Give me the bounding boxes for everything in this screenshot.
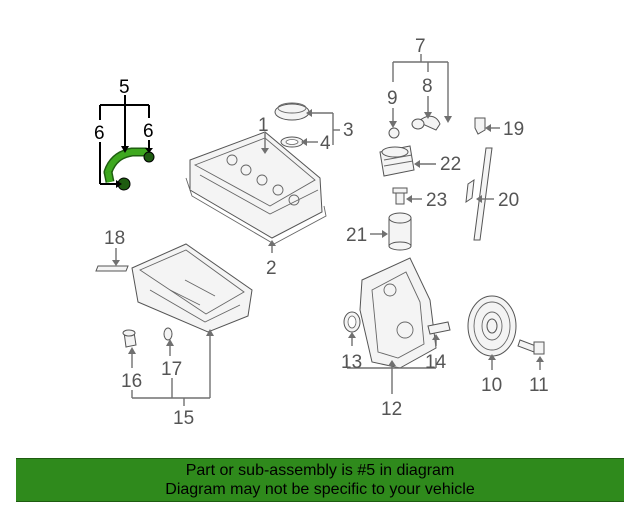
callout-21: 21 — [346, 225, 367, 246]
timing-cover-12[interactable] — [359, 257, 437, 369]
callout-18: 18 — [104, 228, 125, 249]
drain-plug-16[interactable] — [122, 329, 137, 348]
hose-8[interactable] — [411, 115, 441, 131]
seal-4[interactable] — [280, 136, 304, 148]
leaders-19-20 — [476, 124, 500, 203]
leader-5-6 — [99, 95, 153, 188]
callout-11: 11 — [529, 375, 549, 396]
banner-line-2: Diagram may not be specific to your vehi… — [165, 481, 475, 498]
bolt-11[interactable] — [517, 339, 545, 355]
callout-10: 10 — [481, 375, 502, 396]
bolt-23[interactable] — [392, 187, 408, 205]
info-banner: Part or sub-assembly is #5 in diagram Di… — [16, 458, 624, 502]
callout-1: 1 — [258, 115, 269, 136]
callout-23: 23 — [426, 190, 447, 211]
callout-14: 14 — [425, 352, 447, 373]
callout-12: 12 — [381, 399, 402, 420]
leaders-12-14 — [346, 332, 440, 394]
callout-20: 20 — [498, 190, 519, 211]
callout-labels: 1 2 3 4 5 6 6 7 8 9 10 11 12 13 14 15 16… — [94, 36, 549, 429]
gasket-18[interactable] — [95, 265, 129, 272]
callout-7: 7 — [415, 36, 426, 57]
callout-9: 9 — [387, 88, 398, 109]
oil-cooler-22[interactable] — [379, 145, 415, 177]
leaders-1-4 — [261, 109, 340, 253]
pulley-10[interactable] — [467, 295, 517, 357]
sensor-19[interactable] — [474, 117, 486, 135]
clamp-9[interactable] — [388, 127, 400, 139]
leaders-15-18 — [112, 248, 214, 406]
callout-17: 17 — [161, 359, 182, 380]
callout-6-left: 6 — [94, 123, 105, 144]
callout-5: 5 — [119, 77, 130, 98]
bolt-14[interactable] — [427, 321, 451, 335]
callout-16: 16 — [121, 371, 142, 392]
callout-2: 2 — [266, 258, 277, 279]
callout-13: 13 — [341, 352, 362, 373]
oil-filter-21[interactable] — [388, 212, 412, 251]
clamp-6-upper[interactable] — [143, 151, 155, 163]
banner-line-1: Part or sub-assembly is #5 in diagram — [185, 462, 455, 479]
washer-17[interactable] — [163, 327, 173, 341]
callout-8: 8 — [422, 76, 433, 97]
oil-pan-15[interactable] — [131, 243, 253, 333]
callout-22: 22 — [440, 154, 461, 175]
oil-cap-3[interactable] — [274, 102, 310, 121]
leaders-10-11 — [488, 354, 544, 370]
seal-13[interactable] — [343, 311, 361, 333]
callout-19: 19 — [503, 119, 524, 140]
callout-15: 15 — [173, 408, 194, 429]
callout-3: 3 — [343, 120, 354, 141]
callout-4: 4 — [320, 133, 331, 154]
leaders-7-9-21-23 — [370, 54, 452, 238]
valve-cover-1[interactable] — [189, 131, 323, 239]
dipstick-20[interactable] — [465, 147, 493, 241]
callout-6-right: 6 — [143, 121, 154, 142]
hose-assembly-5[interactable] — [103, 147, 151, 183]
